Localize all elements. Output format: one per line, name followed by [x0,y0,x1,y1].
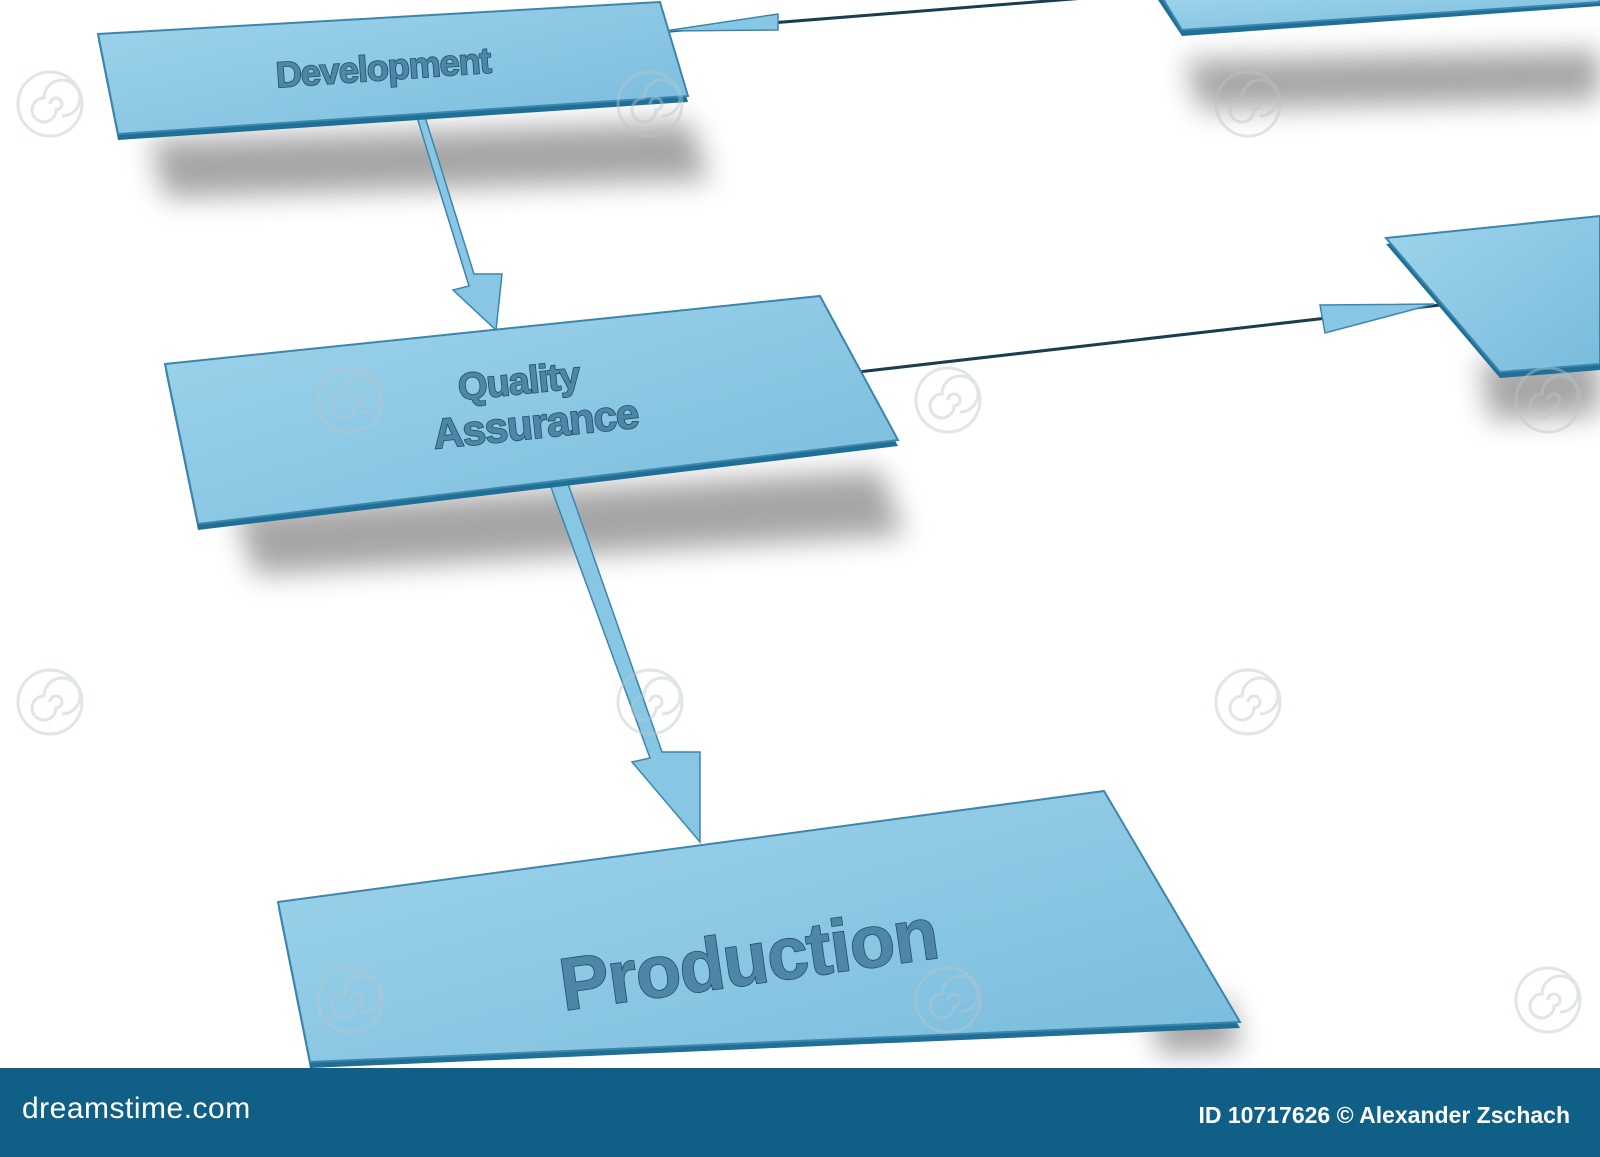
watermark-spiral-icon [16,70,84,138]
arrow-qa-to-production [546,477,701,845]
box-production: Production [276,789,1242,1068]
watermark-spiral-icon [914,966,982,1034]
watermark-spiral-icon [316,966,384,1034]
footer-brand[interactable]: dreamstime.com [22,1092,251,1125]
watermark-spiral-icon [914,366,982,434]
connectors [404,0,1441,845]
box-development: Development [96,0,690,140]
watermark-spiral-icon [1514,966,1582,1034]
watermark-spiral-icon [616,668,684,736]
arrowhead-right-icon [1319,303,1435,334]
watermark-spiral-icon [316,366,384,434]
watermark-spiral-icon [1214,668,1282,736]
watermark-group [16,70,1582,1034]
watermark-spiral-icon [1214,70,1282,138]
watermark-spiral-icon [1514,366,1582,434]
box-right [1384,214,1600,378]
footer-credit: ID 10717626 © Alexander Zschach [1198,1102,1570,1128]
arrowhead-left-icon [664,13,779,32]
flowchart-diagram: Development Quality Assurance Production [16,0,1600,1068]
box-top-right [1158,0,1600,36]
footer-bar: dreamstime.com ID 10717626 © Alexander Z… [0,1068,1600,1157]
watermark-spiral-icon [616,70,684,138]
box-quality-assurance: Quality Assurance [163,294,900,530]
watermark-spiral-icon [16,668,84,736]
